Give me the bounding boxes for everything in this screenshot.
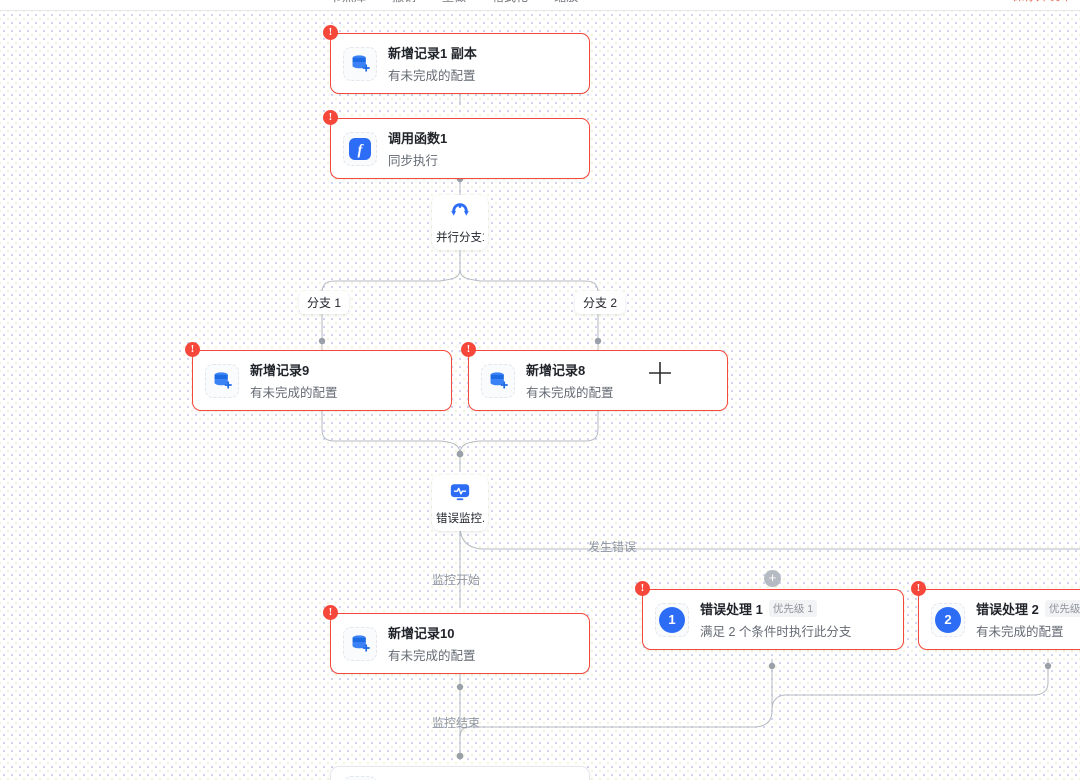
node-subtitle: 有未完成的配置: [388, 69, 476, 83]
number-2-icon: 2: [931, 602, 965, 637]
node-title: 新增记录8: [526, 363, 586, 378]
node-subtitle: 有未完成的配置: [976, 625, 1064, 639]
node-list-view-bottom[interactable]: 列表视图1 副本000: [330, 766, 590, 780]
list-icon: [343, 776, 377, 780]
branch-pill-2[interactable]: 分支 2: [575, 291, 626, 314]
edge-label-error-occurred: 发生错误: [588, 540, 637, 554]
function-icon: f: [343, 131, 377, 166]
toolbar-item-1[interactable]: 撤销: [392, 0, 416, 5]
node-title-row: 错误处理 2 优先级 2: [976, 599, 1080, 618]
toolbar-publish-button[interactable]: 保存并发布: [1012, 0, 1072, 4]
node-error-handler-1[interactable]: ! 1 错误处理 1 优先级 1 满足 2 个条件时执行此分支: [635, 581, 904, 650]
branch-number: 1: [659, 606, 685, 633]
toolbar-item-4[interactable]: 缩放: [554, 0, 578, 5]
node-title: 错误监控...: [436, 513, 484, 525]
toolbar-item-3[interactable]: 格式化: [492, 0, 528, 5]
database-add-icon: [205, 363, 239, 398]
node-parallel-branch-1[interactable]: 并行分支1: [432, 195, 488, 250]
node-subtitle: 同步执行: [388, 154, 439, 168]
node-subtitle: 满足 2 个条件时执行此分支: [700, 625, 852, 639]
error-badge-icon[interactable]: !: [461, 342, 476, 357]
svg-text:f: f: [358, 142, 365, 158]
top-toolbar[interactable]: 节点库 撤销 重做 格式化 缩放 保存并发布: [0, 0, 1080, 11]
parallel-branch-icon: [449, 203, 471, 226]
node-call-function-1[interactable]: ! f 调用函数1 同步执行: [323, 110, 590, 179]
branch-number: 2: [935, 606, 961, 633]
priority-badge: 优先级 1: [768, 600, 818, 617]
error-monitor-icon: [449, 484, 471, 507]
toolbar-item-0[interactable]: 节点库: [330, 0, 366, 5]
edge-label-monitor-start: 监控开始: [432, 573, 481, 587]
node-title: 调用函数1: [388, 131, 448, 146]
error-badge-icon[interactable]: !: [323, 25, 338, 40]
database-add-icon: [481, 363, 515, 398]
node-subtitle: 有未完成的配置: [250, 386, 338, 400]
branch-pill-1[interactable]: 分支 1: [299, 291, 350, 314]
node-title: 新增记录10: [388, 626, 455, 641]
number-1-icon: 1: [655, 602, 689, 637]
workflow-canvas[interactable]: ! 新增记录1 副本 有未完成的配置 ! f: [0, 11, 1080, 780]
node-subtitle: 有未完成的配置: [526, 386, 614, 400]
error-badge-icon[interactable]: !: [323, 605, 338, 620]
database-add-icon: [343, 626, 377, 661]
error-badge-icon[interactable]: !: [911, 581, 926, 596]
error-badge-icon[interactable]: !: [635, 581, 650, 596]
error-badge-icon[interactable]: !: [185, 342, 200, 357]
node-subtitle: 有未完成的配置: [388, 649, 476, 663]
node-title: 新增记录9: [250, 363, 310, 378]
priority-badge: 优先级 2: [1044, 600, 1080, 617]
node-create-record-1-copy[interactable]: ! 新增记录1 副本 有未完成的配置: [323, 25, 590, 94]
node-title-row: 错误处理 1 优先级 1: [700, 599, 851, 618]
error-badge-icon[interactable]: !: [323, 110, 338, 125]
toolbar-item-2[interactable]: 重做: [442, 0, 466, 5]
node-error-handler-2[interactable]: ! 2 错误处理 2 优先级 2 有未完成的配置: [911, 581, 1080, 650]
node-create-record-10[interactable]: ! 新增记录10 有未完成的配置: [323, 605, 590, 674]
edge-add-button[interactable]: +: [764, 570, 781, 587]
node-title: 并行分支1: [436, 232, 484, 244]
node-error-monitor[interactable]: 错误监控...: [432, 475, 488, 531]
node-create-record-9[interactable]: ! 新增记录9 有未完成的配置: [185, 342, 452, 411]
node-title: 错误处理 1: [700, 602, 763, 617]
node-title: 错误处理 2: [976, 602, 1039, 617]
database-add-icon: [343, 46, 377, 81]
node-create-record-8[interactable]: ! 新增记录8 有未完成的配置: [461, 342, 728, 411]
node-title: 新增记录1 副本: [388, 46, 477, 61]
edge-label-monitor-end: 监控结束: [432, 716, 481, 730]
